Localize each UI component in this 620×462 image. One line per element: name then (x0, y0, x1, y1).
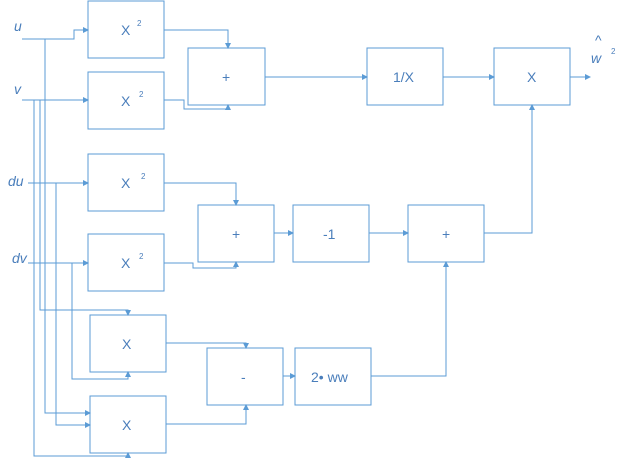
input-label-dv: dv (12, 250, 28, 266)
svg-text:+: + (232, 226, 240, 242)
svg-text:2: 2 (141, 172, 146, 181)
svg-text:-: - (241, 369, 246, 385)
multiply-block-output: X (493, 47, 571, 106)
svg-text:2: 2 (611, 47, 616, 56)
svg-text:w: w (591, 50, 602, 66)
svg-text:2: 2 (139, 90, 144, 99)
square-block-dv: X 2 (87, 233, 165, 292)
svg-text:X: X (527, 69, 537, 85)
svg-text:^: ^ (595, 32, 602, 48)
svg-text:X: X (121, 255, 131, 271)
svg-text:2: 2 (139, 252, 144, 261)
svg-text:+: + (442, 226, 450, 242)
input-wires (22, 27, 131, 458)
svg-text:+: + (222, 69, 230, 85)
adder-block-uv: + (187, 47, 266, 106)
square-block-v: X 2 (87, 71, 165, 130)
input-label-du: du (8, 173, 24, 189)
input-label-v: v (14, 81, 22, 97)
adder-block-dudv: + (197, 204, 275, 263)
svg-text:X: X (121, 175, 131, 191)
multiply-block-vdu: X (89, 395, 167, 454)
double-ww-block: 2• ww (294, 347, 372, 406)
svg-text:X: X (122, 336, 132, 352)
minus-one-block: -1 (292, 204, 370, 263)
subtract-block: - (206, 347, 284, 406)
svg-text:X: X (121, 22, 131, 38)
svg-text:X: X (122, 417, 132, 433)
svg-text:2: 2 (137, 19, 142, 28)
square-block-u: X 2 (87, 0, 165, 59)
reciprocal-block: 1/X (366, 47, 444, 106)
input-label-u: u (14, 18, 22, 34)
multiply-block-udv: X (89, 314, 167, 373)
svg-text:X: X (121, 93, 131, 109)
internal-wires (164, 29, 591, 425)
output-label: ^ w 2 (591, 32, 616, 66)
svg-text:-1: -1 (323, 226, 336, 242)
svg-text:2• ww: 2• ww (311, 369, 349, 385)
svg-text:1/X: 1/X (393, 69, 415, 85)
square-block-du: X 2 (87, 153, 165, 212)
adder-block-final: + (407, 204, 485, 263)
